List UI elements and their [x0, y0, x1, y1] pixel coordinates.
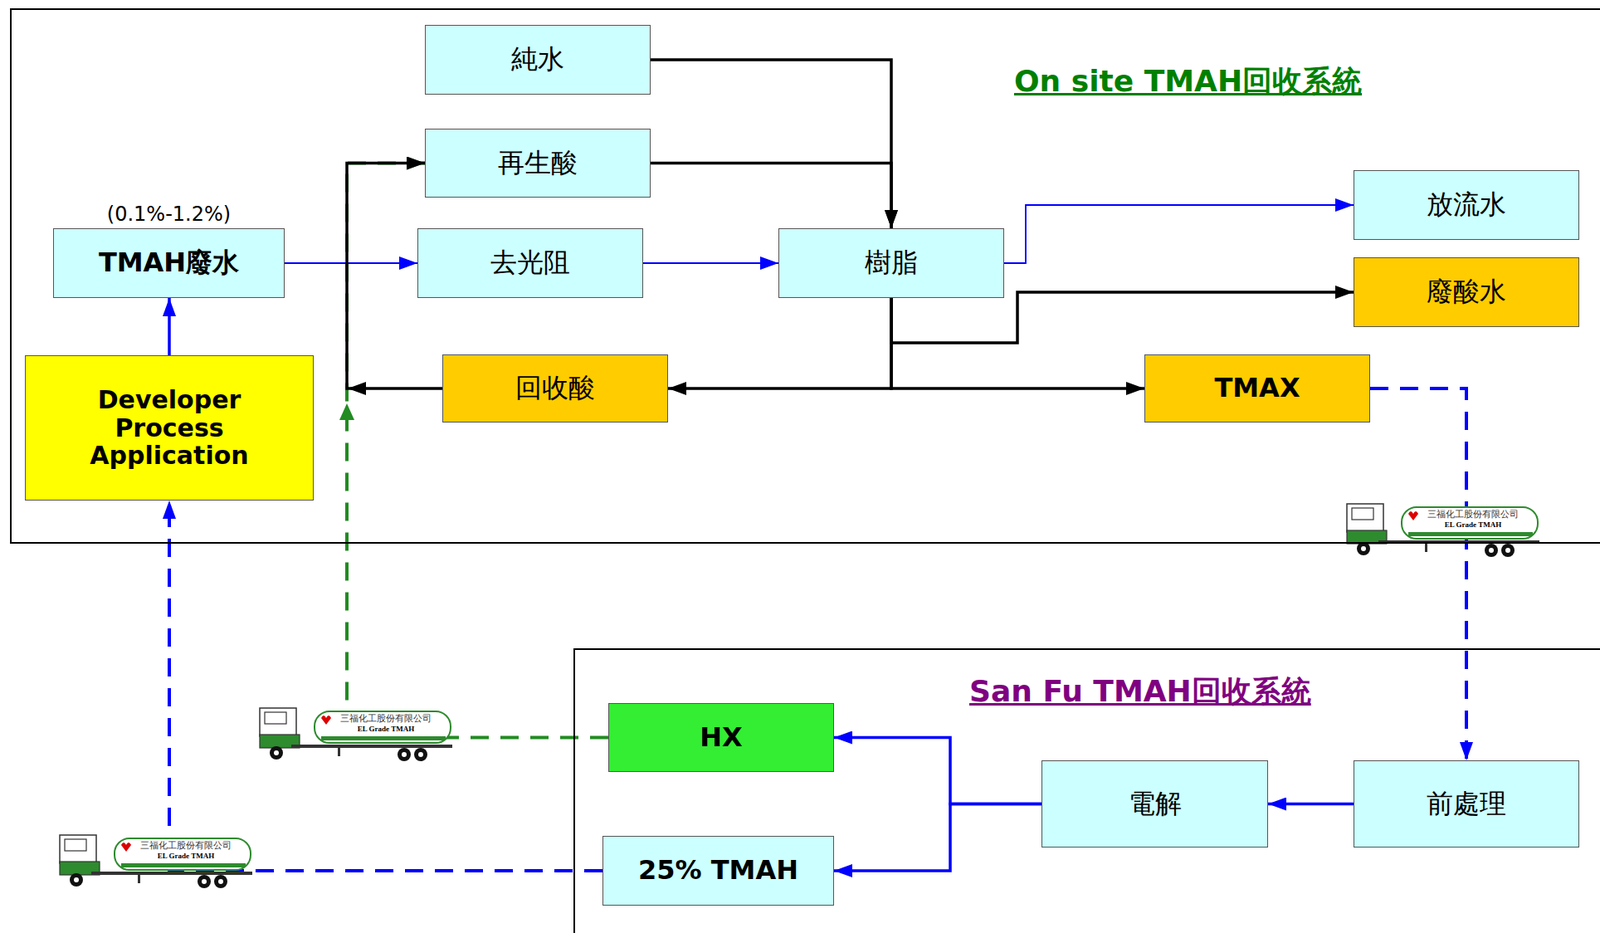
flow-connector	[643, 262, 779, 264]
box-label: 前處理	[1426, 789, 1507, 820]
company-name: 三福化工股份有限公司	[126, 840, 246, 851]
tanker-truck	[59, 834, 253, 888]
company-name: 三福化工股份有限公司	[326, 713, 446, 724]
process-box: 25% TMAH	[602, 835, 835, 906]
flow-connector	[1268, 802, 1354, 806]
process-box: 放流水	[1353, 170, 1580, 240]
product-grade: EL Grade TMAH	[126, 851, 246, 861]
flow-connector	[834, 804, 1042, 872]
box-label: 再生酸	[497, 148, 578, 179]
process-box: Developer Process Application	[24, 355, 314, 501]
process-box: 電解	[1041, 760, 1269, 848]
region-title: San Fu TMAH回收系統	[969, 671, 1312, 713]
flow-connector	[167, 297, 171, 356]
box-label: 廢酸水	[1426, 277, 1507, 308]
box-label: 電解	[1128, 789, 1182, 820]
tanker-truck	[259, 707, 453, 761]
flow-connector	[834, 737, 1042, 805]
tanker-truck	[1346, 503, 1540, 557]
region-title: On site TMAH回收系統	[1014, 61, 1362, 103]
flow-connector	[891, 292, 1354, 343]
process-box: 前處理	[1353, 760, 1580, 848]
box-label: TMAH廢水	[98, 248, 240, 279]
junction-arrowhead	[339, 403, 355, 420]
flow-connector	[650, 163, 892, 230]
product-grade: EL Grade TMAH	[326, 724, 446, 734]
flow-connector	[169, 500, 603, 871]
process-box: 樹脂	[778, 228, 1005, 298]
process-box: (0.1%-1.2%)TMAH廢水	[53, 228, 285, 298]
process-box: TMAX	[1144, 354, 1371, 423]
box-label: 樹脂	[864, 248, 918, 279]
box-label: 25% TMAH	[638, 855, 799, 886]
system-region: San Fu TMAH回收系統 HX 電解 前處理 25% TMAH	[573, 648, 1600, 933]
box-label: 去光阻	[490, 248, 571, 279]
process-box: 回收酸	[442, 354, 669, 423]
process-box: 去光阻	[417, 228, 644, 298]
concentration-label: (0.1%-1.2%)	[53, 202, 284, 226]
process-box: 純水	[424, 24, 651, 95]
process-box: 再生酸	[424, 128, 651, 198]
flow-connector	[1004, 204, 1354, 264]
box-label: 回收酸	[515, 373, 596, 404]
box-label: 純水	[511, 44, 565, 75]
process-box: 廢酸水	[1353, 257, 1580, 327]
process-box: HX	[608, 702, 835, 772]
box-label: 放流水	[1426, 190, 1507, 220]
box-label: Developer Process Application	[57, 385, 282, 470]
flow-connector	[284, 262, 418, 264]
flow-connector	[668, 297, 892, 389]
flow-connector	[891, 297, 1145, 389]
flow-connector	[650, 59, 892, 229]
box-label: TMAX	[1214, 373, 1300, 404]
product-grade: EL Grade TMAH	[1413, 520, 1533, 530]
flow-connector	[1370, 388, 1467, 761]
box-label: HX	[699, 722, 742, 753]
junction-arrowhead	[347, 381, 366, 396]
system-region: On site TMAH回收系統純水再生酸(0.1%-1.2%)TMAH廢水去光…	[9, 8, 1600, 544]
company-name: 三福化工股份有限公司	[1413, 509, 1533, 520]
